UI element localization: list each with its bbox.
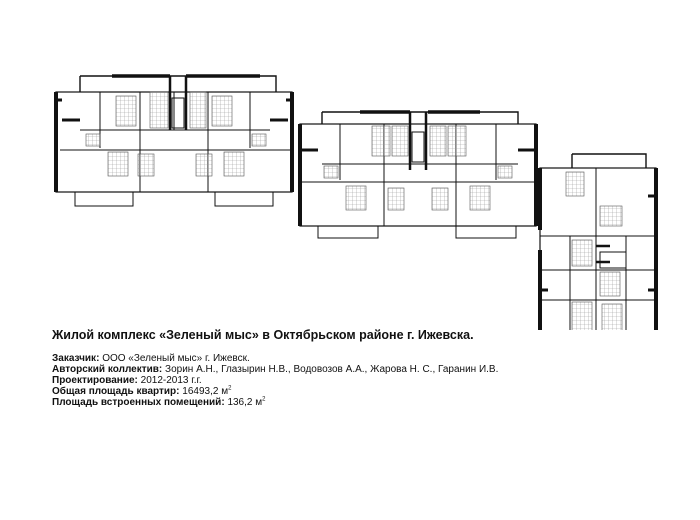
building-section-2: [298, 110, 538, 239]
project-title: Жилой комплекс «Зеленый мыс» в Октябрьск…: [52, 328, 474, 342]
floor-plan-drawing: [54, 74, 658, 330]
builtin-area-row: Площадь встроенных помещений: 136,2 м2: [52, 397, 612, 408]
builtin-area-label: Площадь встроенных помещений:: [52, 397, 225, 408]
section-2-tiled-rooms: [323, 125, 513, 211]
authors-value: Зорин А.Н., Глазырин Н.В., Водовозов А.А…: [165, 364, 499, 375]
builtin-area-unit-sup: 2: [262, 396, 266, 403]
customer-value: ООО «Зеленый мыс» г. Ижевск.: [102, 353, 250, 364]
building-section-3: [538, 153, 658, 330]
design-label: Проектирование:: [52, 375, 138, 386]
apartments-area-value: 16493,2 м: [182, 386, 229, 397]
customer-label: Заказчик:: [52, 353, 100, 364]
section-3-tiled-rooms: [565, 171, 623, 330]
authors-row: Авторский коллектив: Зорин А.Н., Глазыри…: [52, 364, 612, 375]
building-section-1: [54, 74, 294, 207]
apartments-area-unit-sup: 2: [228, 385, 232, 392]
apartments-area-row: Общая площадь квартир: 16493,2 м2: [52, 386, 612, 397]
section-1-tiled-rooms: [85, 91, 267, 177]
customer-row: Заказчик: ООО «Зеленый мыс» г. Ижевск.: [52, 353, 612, 364]
design-value: 2012-2013 г.г.: [140, 375, 202, 386]
builtin-area-value: 136,2 м: [227, 397, 263, 408]
design-row: Проектирование: 2012-2013 г.г.: [52, 375, 612, 386]
authors-label: Авторский коллектив:: [52, 364, 163, 375]
project-info: Жилой комплекс «Зеленый мыс» в Октябрьск…: [52, 328, 612, 408]
apartments-area-label: Общая площадь квартир:: [52, 386, 180, 397]
